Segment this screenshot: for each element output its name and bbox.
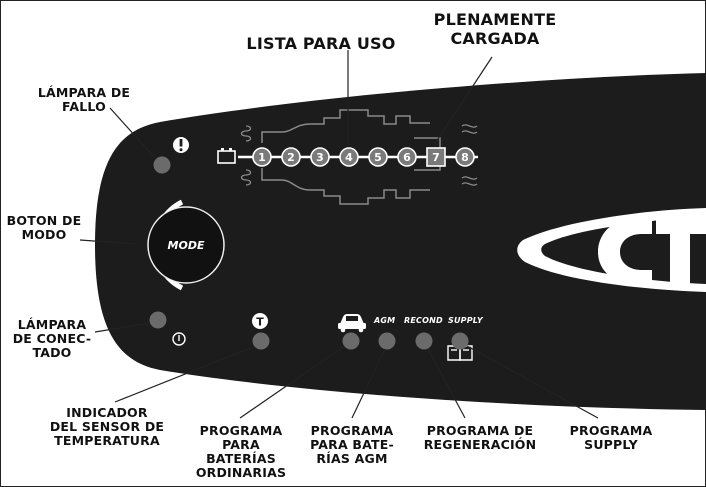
leader-full bbox=[433, 56, 493, 146]
label-normal-program: PROGRAMA PARA BATERÍAS ORDINARIAS bbox=[195, 423, 287, 480]
logo-swoosh bbox=[517, 208, 706, 292]
recond-program-lamp bbox=[415, 332, 433, 350]
fault-lamp bbox=[153, 156, 171, 174]
label-mode-button: BOTON DE MODO bbox=[6, 213, 82, 242]
step-8: 8 bbox=[455, 147, 475, 167]
mode-button-label: MODE bbox=[168, 239, 205, 252]
step-1: 1 bbox=[252, 147, 272, 167]
supply-program-label: SUPPLY bbox=[448, 316, 483, 325]
coil-right bbox=[461, 124, 478, 186]
temperature-icon: T bbox=[252, 313, 268, 329]
leader-agm bbox=[351, 348, 386, 419]
label-ready: LISTA PARA USO bbox=[246, 34, 396, 53]
step-3: 3 bbox=[310, 147, 330, 167]
fault-icon bbox=[173, 137, 189, 153]
logo-letter-c bbox=[598, 216, 652, 286]
step-number: 5 bbox=[374, 151, 382, 164]
leader-fault bbox=[109, 107, 156, 159]
charge-steps: 1 2 3 4 5 6 7 8 bbox=[252, 147, 475, 167]
normal-program-lamp bbox=[342, 332, 360, 350]
leader-lines bbox=[79, 50, 599, 419]
step-number: 2 bbox=[287, 151, 295, 164]
curve-upper bbox=[261, 109, 430, 143]
power-icon bbox=[172, 332, 186, 346]
power-lamp bbox=[149, 311, 167, 329]
leader-mode bbox=[79, 239, 137, 245]
step-2: 2 bbox=[281, 147, 301, 167]
supply-program-lamp bbox=[451, 332, 469, 350]
label-recond-program: PROGRAMA DE REGENERACIÓN bbox=[423, 423, 537, 452]
leader-supply bbox=[466, 345, 599, 419]
leader-recond bbox=[427, 348, 466, 419]
logo-letter-t bbox=[656, 216, 706, 286]
label-agm-program: PROGRAMA PARA BATE- RÍAS AGM bbox=[310, 423, 394, 466]
svg-text:T: T bbox=[256, 316, 264, 329]
step-number: 7 bbox=[432, 151, 440, 164]
step-5: 5 bbox=[368, 147, 388, 167]
recond-program-label: RECOND bbox=[404, 316, 443, 325]
leader-power bbox=[94, 322, 151, 333]
step-number: 8 bbox=[461, 151, 469, 164]
step-7: 7 bbox=[426, 147, 446, 167]
coil-left bbox=[240, 125, 252, 186]
leader-normal bbox=[239, 346, 344, 419]
ctek-logo bbox=[517, 208, 706, 292]
agm-program-lamp bbox=[378, 332, 396, 350]
step-number: 1 bbox=[258, 151, 266, 164]
step-4: 4 bbox=[339, 147, 359, 167]
step-number: 6 bbox=[403, 151, 411, 164]
curve-lower bbox=[261, 168, 430, 205]
step-6: 6 bbox=[397, 147, 417, 167]
label-power-lamp: LÁMPARA DE CONEC- TADO bbox=[12, 317, 92, 360]
step-number: 4 bbox=[345, 151, 353, 164]
temperature-lamp bbox=[252, 332, 270, 350]
leader-temp bbox=[114, 346, 254, 403]
label-supply-program: PROGRAMA SUPPLY bbox=[569, 423, 653, 452]
agm-program-label: AGM bbox=[374, 316, 396, 325]
mode-button[interactable] bbox=[147, 206, 225, 284]
label-fault-lamp: LÁMPARA DE FALLO bbox=[37, 85, 131, 114]
car-icon bbox=[338, 314, 366, 333]
label-fully-charged: PLENAMENTE CARGADA bbox=[433, 10, 557, 48]
battery-icon bbox=[217, 148, 236, 164]
step-number: 3 bbox=[316, 151, 324, 164]
label-temperature: INDICADOR DEL SENSOR DE TEMPERATURA bbox=[49, 405, 165, 448]
